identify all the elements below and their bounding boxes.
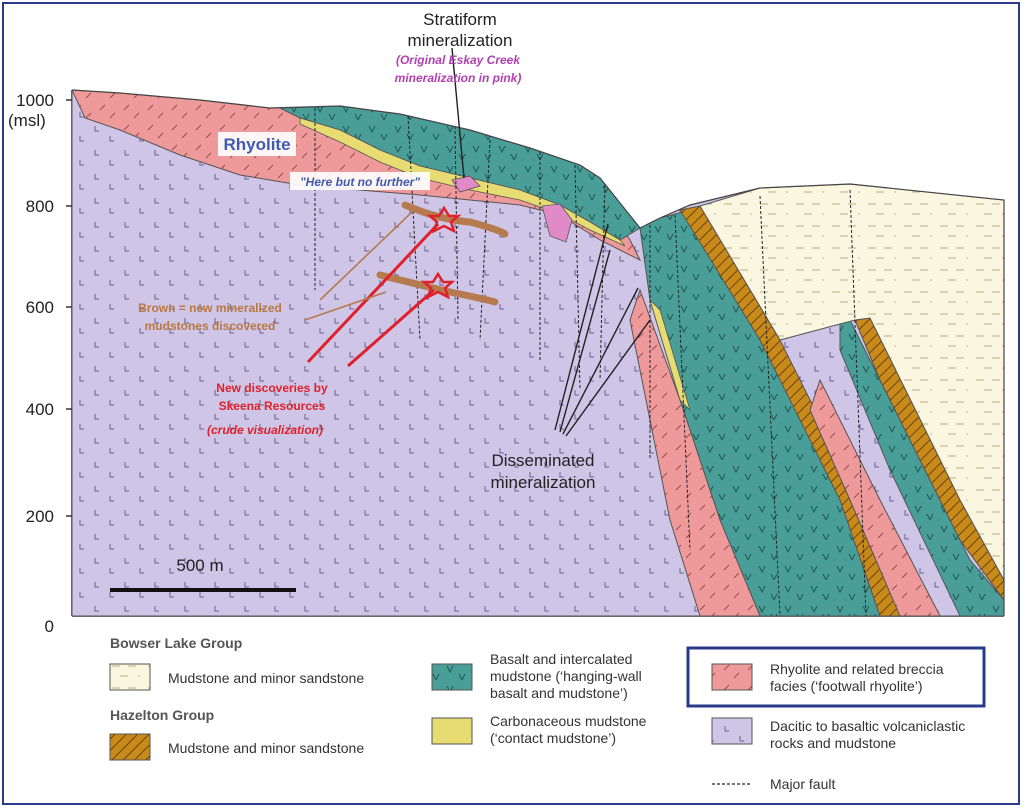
y-tick-label: 1000 (16, 91, 54, 110)
legend-label: Rhyolite and related breccia (770, 661, 944, 677)
legend-group-heading: Hazelton Group (110, 707, 214, 723)
rhyolite-legend-highlight (686, 646, 986, 708)
pink-mineralization (541, 203, 573, 243)
fault-line (479, 139, 491, 341)
annotation-arrows (304, 47, 651, 437)
legend-label: Carbonaceous mudstone (490, 713, 647, 729)
new-discoveries-note: New discoveries by (216, 381, 328, 395)
rhyolite-label: Rhyolite (223, 135, 290, 154)
new-discoveries-note: (crude visualization) (207, 423, 323, 437)
section-outline (71, 89, 1005, 616)
legend-label: (‘contact mudstone’) (490, 730, 616, 746)
contact-mudstone-east (649, 299, 691, 411)
legend-label: Mudstone and minor sandstone (168, 740, 364, 756)
disseminated-label: Disseminated (492, 451, 595, 470)
original-mineralization-note: mineralization in pink) (395, 71, 522, 85)
fault-line (574, 164, 581, 391)
legend-swatch-bowser (109, 663, 151, 691)
rhyolite-label-box (218, 132, 296, 156)
fault-line (599, 179, 606, 381)
legend-swatch-dacitic (711, 717, 753, 745)
rhyolite-unit-east (629, 288, 761, 616)
discovery-star-icon (420, 271, 456, 300)
fault-line (849, 189, 867, 616)
geology-layers (72, 90, 1004, 616)
here-label-box (290, 172, 430, 190)
y-axis-unit: (msl) (8, 111, 46, 130)
legend: Bowser Lake Group Mudstone and minor san… (109, 635, 986, 792)
rhyolite-unit-east2 (809, 378, 941, 616)
here-but-no-further-label: "Here but no further" (300, 175, 420, 189)
brown-mudstone (401, 201, 509, 238)
y-tick-label: 400 (26, 400, 54, 419)
stratiform-label: Stratiform (423, 10, 497, 29)
y-tick-label: 0 (45, 617, 54, 636)
scale-bar-label: 500 m (176, 556, 223, 575)
stratiform-label: mineralization (408, 31, 513, 50)
y-tick-label: 200 (26, 507, 54, 526)
original-mineralization-note: (Original Eskay Creek (396, 53, 521, 67)
new-discoveries-note: Skeena Resources (219, 399, 326, 413)
brown-mudstone-note: mudstones discovered (145, 319, 276, 333)
legend-group-heading: Bowser Lake Group (110, 635, 242, 651)
fault-line (674, 214, 691, 551)
y-tick-label: 800 (26, 197, 54, 216)
legend-label: mudstone (‘hanging-wall (490, 668, 642, 684)
legend-swatch-hazelton (109, 733, 151, 761)
y-tick-label: 600 (26, 298, 54, 317)
legend-label: Basalt and intercalated (490, 651, 632, 667)
legend-label: facies (‘footwall rhyolite’) (770, 678, 923, 694)
legend-swatch-basalt (431, 663, 473, 691)
brown-mudstone (376, 271, 499, 306)
legend-label: basalt and mudstone’) (490, 685, 628, 701)
legend-label: Mudstone and minor sandstone (168, 670, 364, 686)
legend-label: Major fault (770, 776, 835, 792)
fault-line (759, 195, 781, 616)
legend-label: Dacitic to basaltic volcaniclastic (770, 718, 965, 734)
disseminated-label: mineralization (491, 473, 596, 492)
brown-mudstone-note: Brown = new mineralized (138, 301, 282, 315)
legend-label: rocks and mudstone (770, 735, 896, 751)
legend-swatch-rhyolite (711, 663, 753, 691)
legend-swatch-carbonaceous (431, 717, 473, 745)
discovery-star-icon (426, 205, 462, 234)
